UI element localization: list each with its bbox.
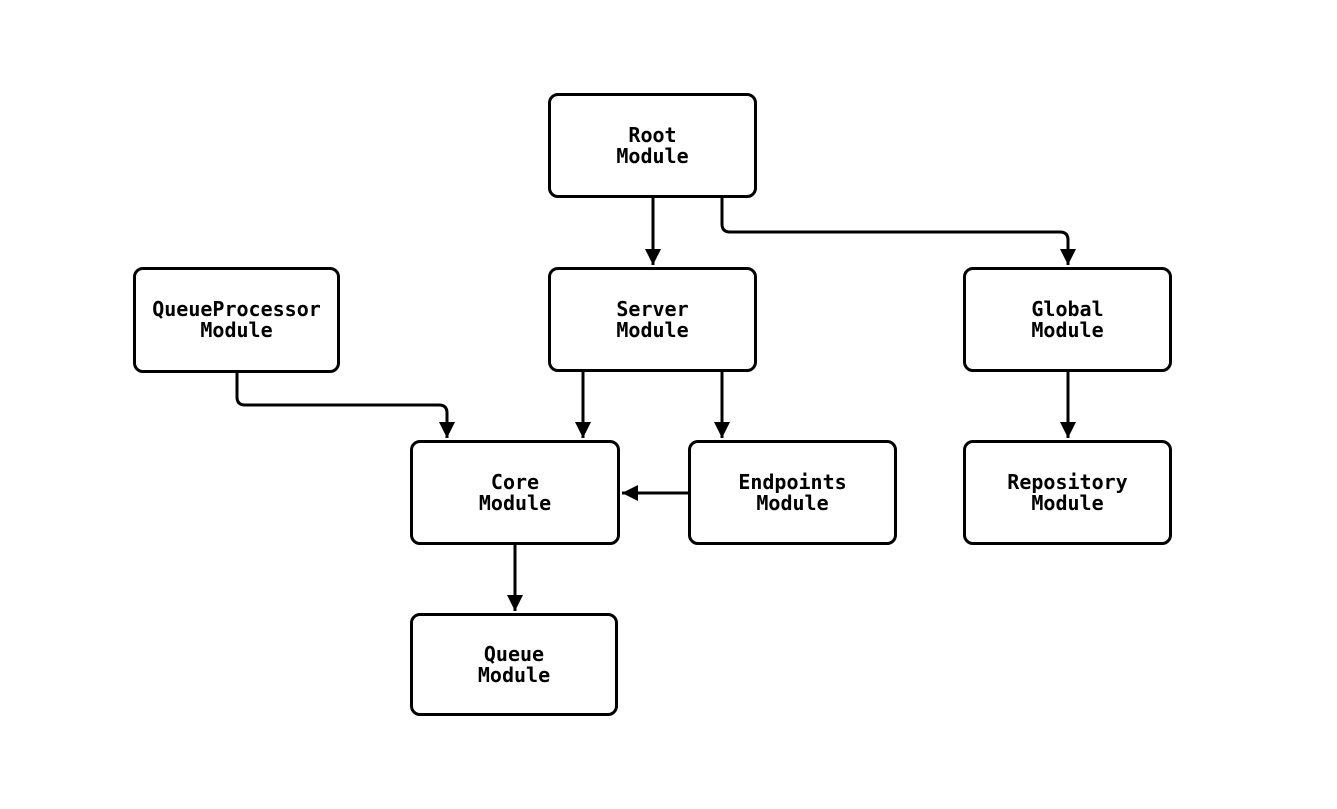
node-label-line: Module [200,318,273,342]
node-label-line: Root [628,122,677,147]
edge-root-to-global [720,198,1076,265]
edge-queue-processor-to-core [235,373,455,438]
node-label-line: Repository [1007,469,1128,494]
node-label-line: Module [756,490,829,515]
node-label-line: Queue [483,641,545,666]
node-label-line: Core [490,469,540,494]
node-label-line: Global [1031,296,1104,321]
node-label-line: Module [477,662,551,687]
node-label-line: Server [616,296,689,321]
node-label-line: Endpoints [738,469,847,494]
node-label-line: Module [1031,490,1104,515]
node-label-line: Module [616,143,689,168]
node-label-line: Module [478,490,552,515]
node-label-line: QueueProcessor [152,297,321,321]
node-label-line: Module [1031,317,1104,342]
node-label-line: Module [616,317,689,342]
